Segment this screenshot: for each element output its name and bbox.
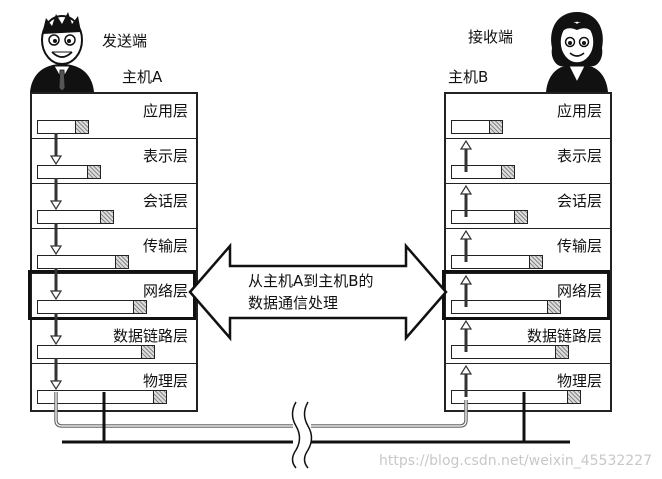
sender-role-label: 发送端 [102,32,148,50]
receiver-pdu-bar [451,255,543,269]
receiver-layer-label: 网络层 [556,282,602,300]
receiver-host-label: 主机B [448,68,489,86]
receiver-pdu-bar [451,300,561,314]
center-arrow-line2: 数据通信处理 [248,294,339,312]
receiver-layer-transport: 传输层 [446,229,610,274]
sender-layer-data-link: 数据链路层 [32,319,196,364]
receiver-layer-label: 物理层 [556,372,602,390]
receiver-layer-application: 应用层 [446,94,610,139]
female-user-icon [546,12,608,92]
sender-pdu-bar [37,255,129,269]
sender-layer-label: 数据链路层 [112,327,188,345]
receiver-layer-physical: 物理层 [446,364,610,408]
watermark: https://blog.csdn.net/weixin_45532227 [378,453,652,469]
receiver-pdu-bar [451,390,581,404]
receiver-layer-data-link: 数据链路层 [446,319,610,364]
sender-pdu-bar [37,210,114,224]
sender-protocol-stack: 应用层 表示层 会话层 传输层 网络层 数据链路层 物理层 [30,92,198,412]
receiver-layer-network: 网络层 [446,274,610,319]
sender-layer-label: 传输层 [142,237,188,255]
sender-layer-label: 会话层 [142,192,188,210]
double-arrow-icon [188,242,448,342]
receiver-layer-session: 会话层 [446,184,610,229]
receiver-role-label: 接收端 [468,28,514,46]
receiver-layer-label: 会话层 [556,192,602,210]
receiver-protocol-stack: 应用层 表示层 会话层 传输层 网络层 数据链路层 物理层 [444,92,612,412]
receiver-pdu-bar [451,210,528,224]
receiver-layer-label: 数据链路层 [526,327,602,345]
receiver-layer-label: 应用层 [556,102,602,120]
sender-pdu-bar [37,390,167,404]
sender-pdu-bar [37,345,155,359]
sender-layer-label: 表示层 [142,147,188,165]
receiver-layer-label: 表示层 [556,147,602,165]
center-arrow-line1: 从主机A到主机B的 [248,272,374,290]
receiver-layer-label: 传输层 [556,237,602,255]
sender-layer-presentation: 表示层 [32,139,196,184]
sender-pdu-bar [37,165,101,179]
center-arrow-caption: 从主机A到主机B的 数据通信处理 [248,270,374,314]
sender-host-label: 主机A [122,68,163,86]
sender-layer-session: 会话层 [32,184,196,229]
sender-layer-application: 应用层 [32,94,196,139]
receiver-pdu-bar [451,345,569,359]
sender-layer-label: 物理层 [142,372,188,390]
sender-layer-label: 应用层 [142,102,188,120]
male-user-icon [30,12,94,92]
sender-pdu-bar [37,300,147,314]
sender-pdu-bar [37,120,89,134]
sender-layer-transport: 传输层 [32,229,196,274]
sender-layer-physical: 物理层 [32,364,196,408]
sender-layer-label: 网络层 [142,282,188,300]
receiver-pdu-bar [451,120,503,134]
